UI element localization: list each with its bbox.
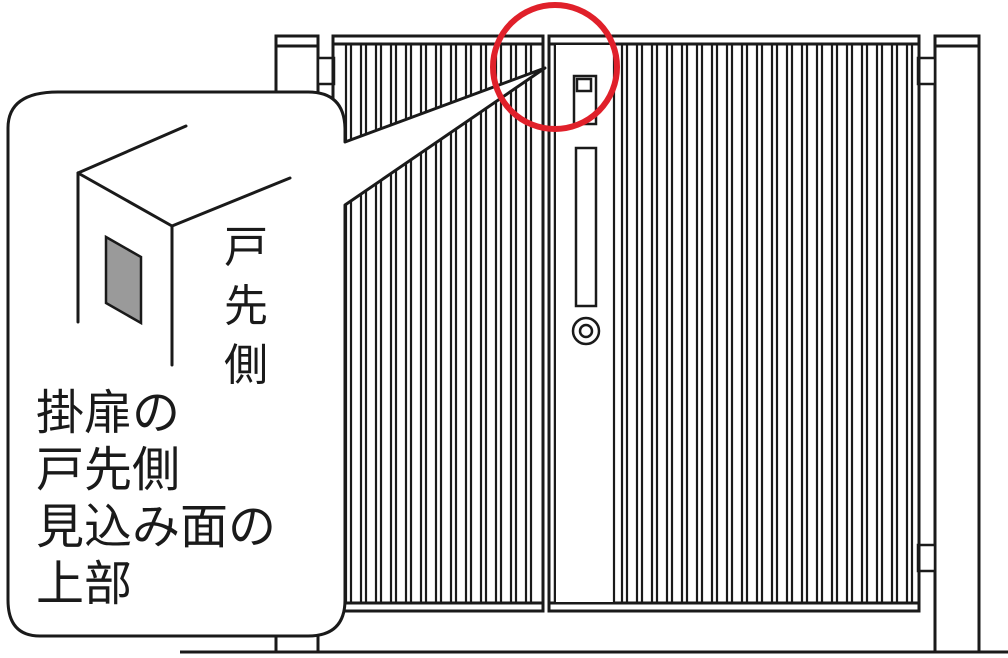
door-handle: [574, 146, 598, 308]
top-latch: [572, 74, 598, 126]
highlight-circle: [490, 2, 620, 132]
side-label-vertical: 戸 先 側: [224, 222, 268, 391]
vertical-slats: [344, 44, 914, 603]
main-label-line-2: 戸先側: [36, 442, 180, 498]
main-label-line-3: 見込み面の: [36, 499, 276, 555]
main-label: 掛扉の 戸先側 見込み面の 上部: [36, 385, 276, 612]
side-label-char: 側: [224, 340, 268, 391]
main-label-line-4: 上部: [36, 556, 132, 612]
side-label-char: 戸: [224, 222, 268, 273]
position-marker: [104, 234, 143, 326]
post-top-illustration: [76, 124, 292, 367]
side-label-char: 先: [224, 281, 268, 332]
right-post: [933, 34, 981, 654]
lock-cylinder: [571, 316, 601, 346]
meeting-stile: [541, 36, 557, 611]
main-label-line-1: 掛扉の: [36, 385, 180, 441]
